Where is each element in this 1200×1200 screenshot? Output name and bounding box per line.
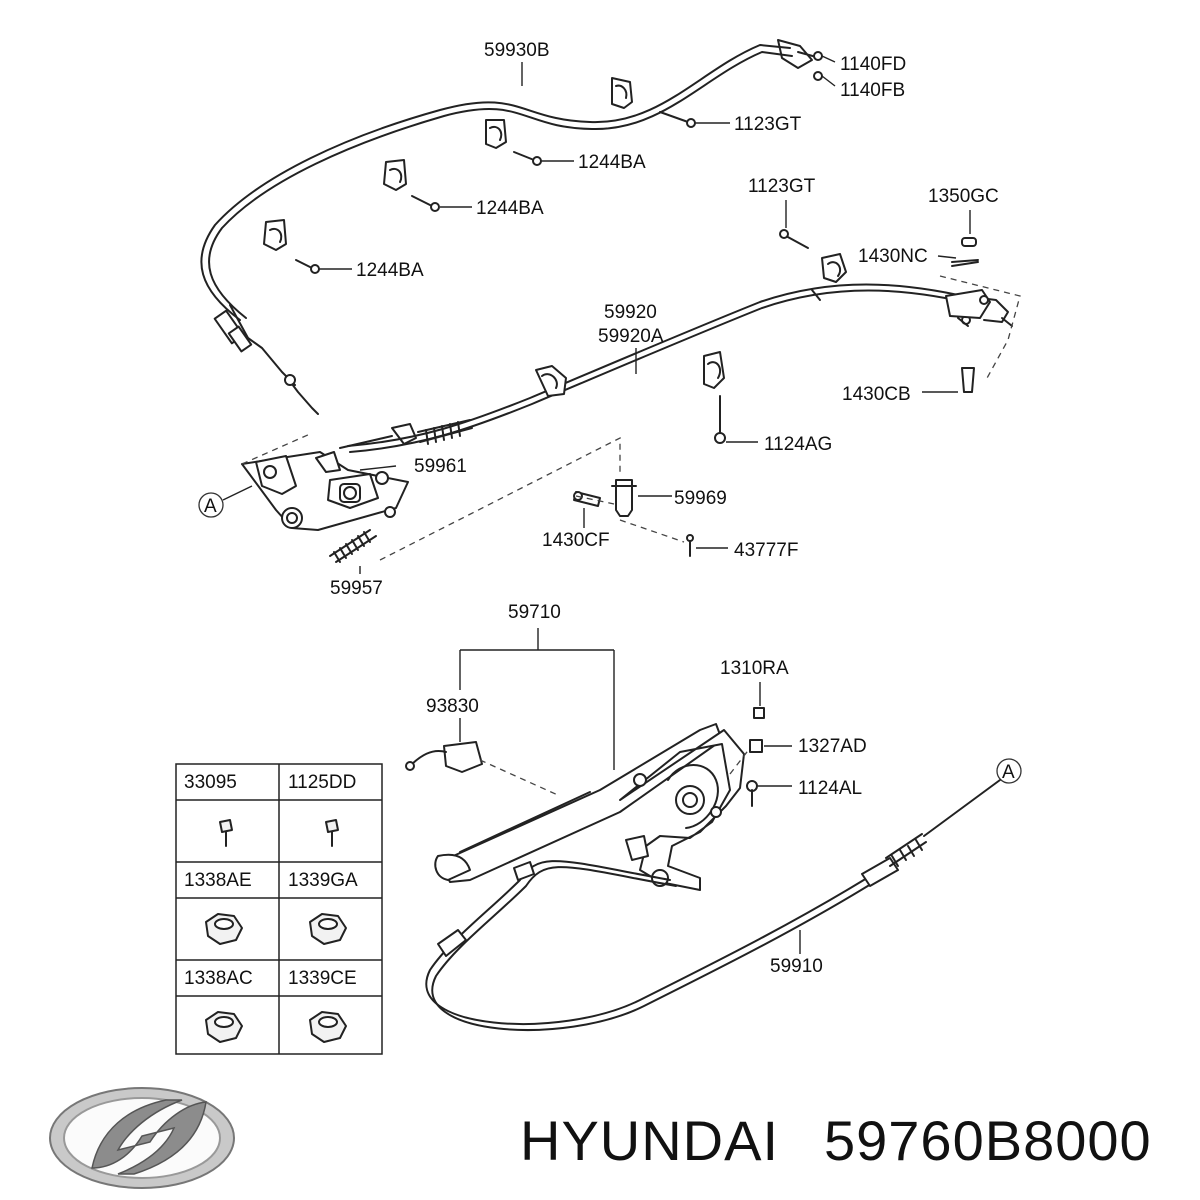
part-label: 1140FB	[840, 80, 905, 101]
table-cell: 1339GA	[288, 870, 358, 891]
part-label: 59969	[674, 488, 727, 509]
part-label: 1327AD	[798, 736, 867, 757]
cable-59930B	[200, 39, 836, 415]
part-label: 1430CF	[542, 530, 610, 551]
part-label: 43777F	[734, 540, 798, 561]
part-number: 59760B8000	[824, 1109, 1152, 1172]
part-label: 1140FD	[840, 54, 906, 75]
cable-59910	[425, 779, 1001, 1031]
part-label: 1124AG	[764, 434, 832, 455]
nut-icon	[309, 913, 347, 945]
part-labels: 59930B 1140FD 1140FB 1123GT 1244BA 1244B…	[330, 40, 999, 977]
brand-name: HYUNDAI	[520, 1109, 779, 1172]
part-label: 59910	[770, 956, 823, 977]
clip-group-upper	[263, 77, 633, 251]
part-label: 1350GC	[928, 186, 999, 207]
reference-marker-a-left: A	[198, 485, 253, 518]
table-cell: 1338AE	[184, 870, 252, 891]
hardware-table: 33095 1125DD 1338AE 1339GA 1338AC 1339CE	[175, 763, 383, 1055]
cable-59920	[339, 283, 1013, 453]
hyundai-logo-icon	[49, 1087, 235, 1189]
part-label: 1310RA	[720, 658, 789, 679]
part-label: 59920	[604, 302, 657, 323]
svg-text:A: A	[204, 496, 217, 517]
clip-group-front	[535, 253, 847, 397]
bolt-group-front	[714, 229, 979, 444]
nut-icon	[205, 1011, 243, 1043]
part-label: 1123GT	[748, 176, 816, 197]
part-label: 59957	[330, 578, 383, 599]
bolt-icon	[325, 819, 339, 847]
part-label: 59961	[414, 456, 467, 477]
part-label: 93830	[426, 696, 479, 717]
pin-assembly	[573, 479, 728, 557]
part-label: 1244BA	[356, 260, 424, 281]
bolt-icon	[219, 819, 233, 847]
svg-text:A: A	[1002, 762, 1015, 783]
reference-marker-a-right: A	[996, 758, 1022, 784]
leader-lines-upper	[319, 62, 730, 270]
leader-lines-front	[635, 200, 1021, 443]
brake-lever-59710	[405, 628, 792, 891]
part-label: 1430CB	[842, 384, 911, 405]
table-cell: 1338AC	[184, 968, 253, 989]
part-label: 1430NC	[858, 246, 928, 267]
table-cell: 1125DD	[288, 772, 356, 793]
part-label: 1124AL	[798, 778, 862, 799]
part-label: 1244BA	[578, 152, 646, 173]
equalizer-bracket	[241, 433, 621, 574]
part-label: 1244BA	[476, 198, 544, 219]
nut-icon	[309, 1011, 347, 1043]
table-cell: 1339CE	[288, 968, 357, 989]
table-cell: 33095	[184, 772, 237, 793]
part-label: 1123GT	[734, 114, 802, 135]
part-label: 59710	[508, 602, 561, 623]
part-label: 59920A	[598, 326, 664, 347]
nut-icon	[205, 913, 243, 945]
part-label: 59930B	[484, 40, 550, 61]
